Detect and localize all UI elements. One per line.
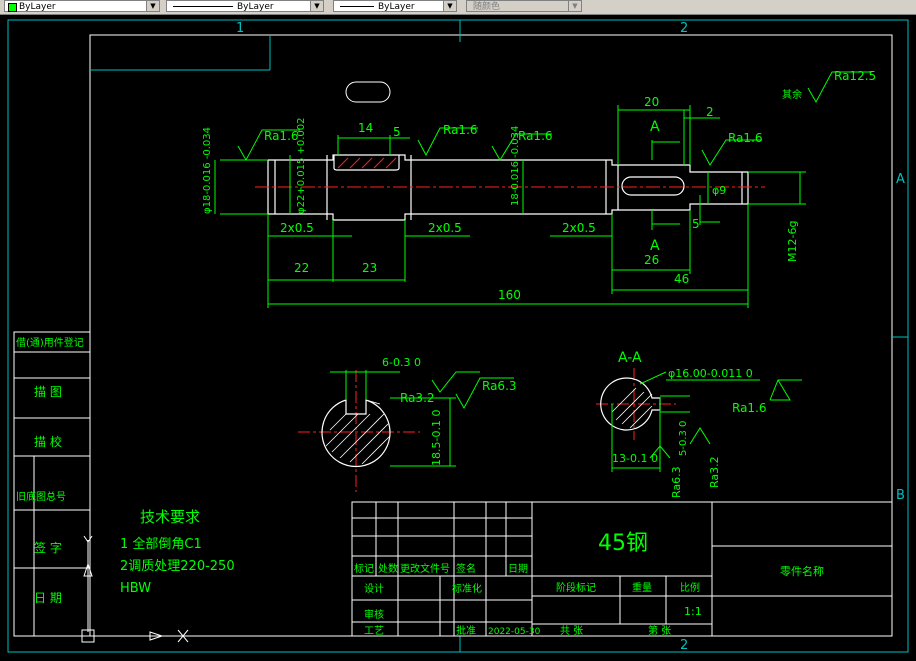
roughness-mid: Ra1.6	[518, 129, 553, 143]
s1-roughness-2: Ra6.3	[482, 379, 517, 393]
tb-label: 更改文件号	[400, 562, 450, 575]
s2-depth: 13-0.1 0	[612, 452, 658, 465]
lineweight-dropdown[interactable]: ByLayer ▼	[333, 0, 457, 12]
dim-14: 14	[358, 121, 373, 135]
left-strip-table	[13, 331, 91, 637]
chevron-down-icon[interactable]: ▼	[146, 1, 159, 11]
material: 45钢	[598, 531, 648, 556]
dim-2: 2	[706, 105, 714, 119]
color-value: ByLayer	[19, 2, 56, 12]
roughness-general: Ra12.5	[834, 69, 876, 83]
chamfer-1: 2x0.5	[280, 221, 314, 235]
qiyu-label: 其余	[782, 88, 802, 101]
tb-label: 比例	[680, 581, 700, 594]
title-block	[351, 501, 893, 637]
s2-roughness-2: Ra3.2	[708, 456, 721, 488]
dim-5b: 5	[692, 217, 700, 231]
dim-phi9: φ9	[712, 184, 726, 197]
dim-5: 5	[393, 125, 401, 139]
tb-label: 日期	[508, 563, 528, 575]
technical-notes: 技术要求 1 全部倒角C1 2调质处理220-250 HBW	[120, 508, 235, 596]
tb-label: 标准化	[452, 582, 482, 595]
chevron-down-icon[interactable]: ▼	[310, 1, 323, 11]
roughness-right: Ra1.6	[728, 131, 763, 145]
strip-label: 旧底图总号	[16, 490, 66, 503]
notes-line-1: 1 全部倒角C1	[120, 536, 202, 552]
s2-roughness-1: Ra6.3	[670, 466, 683, 498]
strip-label: 描 图	[34, 385, 62, 399]
notes-line-3: HBW	[120, 581, 151, 596]
zone-label: B	[896, 488, 905, 503]
chevron-down-icon[interactable]: ▼	[443, 1, 456, 11]
part-name: 零件名称	[780, 564, 824, 578]
tb-label: 批准	[456, 624, 476, 637]
scale: 1:1	[684, 605, 702, 618]
chamfer-3: 2x0.5	[562, 221, 596, 235]
section-a-top: A	[650, 119, 660, 135]
dim-20: 20	[644, 95, 659, 109]
ucs-icon	[81, 535, 189, 643]
roughness-key: Ra1.6	[443, 123, 478, 137]
tb-label: 设计	[364, 582, 384, 595]
dim-160: 160	[498, 288, 521, 302]
strip-label: 签 字	[34, 540, 62, 555]
zone-label: 2	[680, 638, 688, 653]
chevron-down-icon[interactable]: ▼	[568, 1, 581, 11]
strip-label: 日 期	[34, 591, 62, 605]
color-swatch-icon	[8, 3, 17, 12]
chamfer-2: 2x0.5	[428, 221, 462, 235]
dim-23: 23	[362, 261, 377, 275]
section-1: 6-0.3 0 Ra3.2 Ra6.3 18.5-0.1 0	[298, 356, 517, 492]
tb-label: 阶段标记	[556, 581, 596, 594]
drawing-canvas[interactable]: 1 2 2 A B	[0, 14, 916, 661]
tb-label: 签名	[456, 562, 476, 575]
section-a-a: A-A φ16.00-0.011 0 Ra1.6 13-0.1 0	[596, 350, 767, 498]
properties-toolbar: ByLayer ▼ ByLayer ▼ ByLayer ▼ 随颜色 ▼	[0, 0, 916, 15]
dim-26: 26	[644, 253, 659, 267]
dim-22: 22	[294, 261, 309, 275]
tol-18r: 18-0.016 -0.034	[510, 126, 521, 206]
s2-diameter: φ16.00-0.011 0	[668, 367, 753, 380]
s1-roughness: Ra3.2	[400, 391, 435, 405]
linetype-value: ByLayer	[237, 2, 274, 12]
s1-depth: 18.5-0.1 0	[430, 410, 443, 466]
strip-label: 借(通)用件登记	[16, 336, 84, 349]
strip-label: 描 校	[34, 434, 62, 449]
roughness-left: Ra1.6	[264, 129, 299, 143]
zone-label: 2	[680, 21, 688, 36]
s2-roughness: Ra1.6	[732, 401, 767, 415]
date: 2022-05-30	[488, 627, 541, 637]
section-a-bottom: A	[650, 238, 660, 254]
dim-46: 46	[674, 272, 689, 286]
notes-line-2: 2调质处理220-250	[120, 559, 235, 574]
tb-label: 处数	[378, 562, 398, 575]
notes-title: 技术要求	[140, 508, 200, 526]
tol-22: φ22+0.015 +0.002	[296, 117, 307, 214]
tb-label: 第 张	[648, 624, 671, 637]
thread-m12: M12-6g	[786, 221, 799, 262]
zone-label: 1	[236, 21, 244, 36]
tb-label: 审核	[364, 608, 384, 621]
tol-left: φ18-0.016 -0.034	[202, 127, 213, 214]
s1-width: 6-0.3 0	[382, 356, 421, 369]
dimension-lines	[214, 71, 872, 459]
tb-label: 共 张	[560, 625, 583, 637]
color-dropdown[interactable]: ByLayer ▼	[4, 0, 160, 12]
tb-label: 工艺	[364, 625, 384, 637]
tb-label: 重量	[632, 581, 652, 594]
keyway-top-view	[345, 81, 391, 103]
plotstyle-value: 随颜色	[473, 2, 501, 12]
line-sample-icon	[173, 6, 233, 7]
aa-label: A-A	[618, 350, 642, 366]
plotstyle-dropdown[interactable]: 随颜色 ▼	[466, 0, 582, 12]
outer-border	[7, 19, 909, 653]
s2-width: 5-0.3 0	[678, 421, 689, 456]
zone-label: A	[896, 172, 905, 187]
line-sample-icon	[340, 6, 374, 7]
linetype-dropdown[interactable]: ByLayer ▼	[166, 0, 324, 12]
lineweight-value: ByLayer	[378, 2, 415, 12]
tb-label: 标记	[354, 563, 374, 575]
keyway-hatch	[337, 157, 397, 169]
